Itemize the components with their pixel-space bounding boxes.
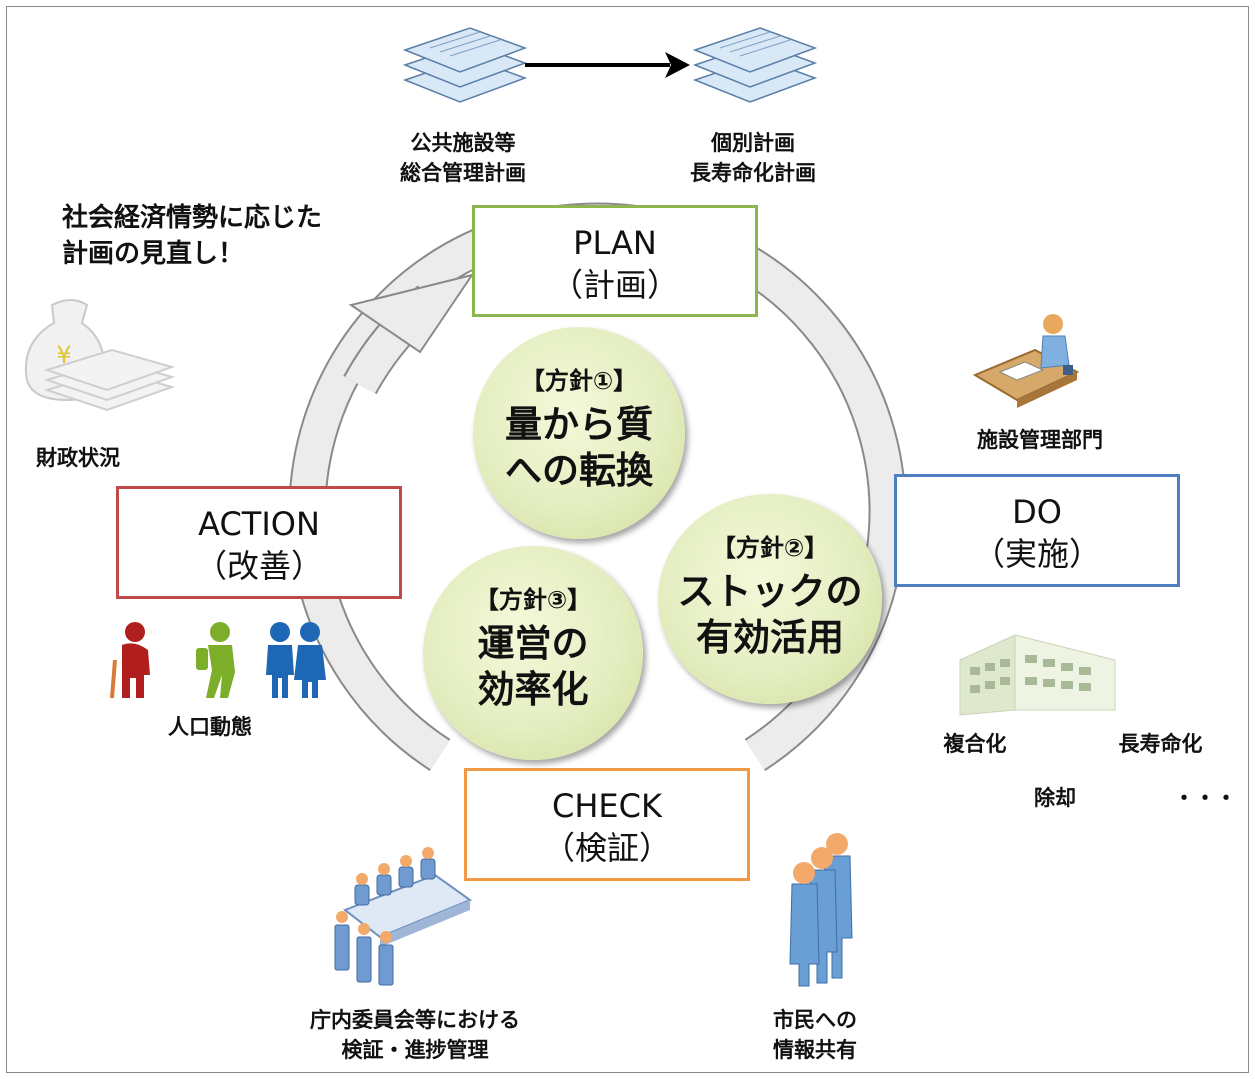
action-subtitle: （改善）	[194, 547, 323, 585]
people-icon	[110, 622, 326, 699]
policy-3-circle: 【方針③】 運営の 効率化	[423, 546, 643, 760]
plan-title: PLAN	[573, 224, 657, 262]
meeting-icon	[334, 847, 473, 986]
policy-2-text: ストックの 有効活用	[677, 570, 863, 659]
population-label: 人口動態	[168, 715, 252, 739]
arrow-right-icon	[525, 52, 690, 78]
desk-worker-icon	[972, 314, 1080, 408]
document-stack-icon	[402, 27, 528, 103]
action-title: ACTION	[198, 505, 320, 543]
document-stack-icon	[692, 27, 818, 103]
plan-box: PLAN （計画）	[472, 205, 758, 317]
review-note: 社会経済情勢に応じた 計画の見直し！	[62, 203, 323, 269]
policy-3-tag: 【方針③】	[474, 586, 592, 614]
policy-1-circle: 【方針①】 量から質 への転換	[473, 327, 685, 539]
ellipsis-label: ・・・	[1173, 786, 1237, 810]
policy-1-text: 量から質 への転換	[505, 403, 653, 492]
check-title: CHECK	[552, 787, 662, 825]
long-life-label: 長寿命化	[1118, 732, 1203, 756]
removal-label: 除却	[1034, 786, 1076, 810]
do-title: DO	[1012, 493, 1062, 531]
do-box: DO （実施）	[894, 474, 1180, 587]
money-bag-icon: ¥	[24, 299, 176, 412]
complex-label: 複合化	[943, 732, 1007, 756]
facility-dept-label: 施設管理部門	[977, 428, 1103, 452]
do-subtitle: （実施）	[972, 535, 1101, 573]
diagram-frame	[6, 6, 1249, 1073]
citizens-icon	[789, 833, 853, 987]
finance-label: 財政状況	[36, 446, 120, 470]
doc-label-individual-plan: 個別計画 長寿命化計画	[690, 131, 816, 185]
svg-text:¥: ¥	[56, 341, 71, 369]
committee-label: 庁内委員会等における 検証・進捗管理	[310, 1008, 520, 1062]
policy-2-tag: 【方針②】	[711, 534, 829, 562]
check-box: CHECK （検証）	[464, 768, 750, 881]
action-box: ACTION （改善）	[116, 486, 402, 599]
check-subtitle: （検証）	[542, 829, 671, 867]
plan-subtitle: （計画）	[550, 266, 679, 304]
policy-3-text: 運営の 効率化	[477, 622, 589, 711]
doc-label-comprehensive-plan: 公共施設等 総合管理計画	[400, 131, 526, 185]
school-building-icon	[959, 634, 1116, 716]
citizen-label: 市民への 情報共有	[773, 1008, 857, 1062]
policy-1-tag: 【方針①】	[520, 367, 638, 395]
policy-2-circle: 【方針②】 ストックの 有効活用	[658, 494, 882, 704]
